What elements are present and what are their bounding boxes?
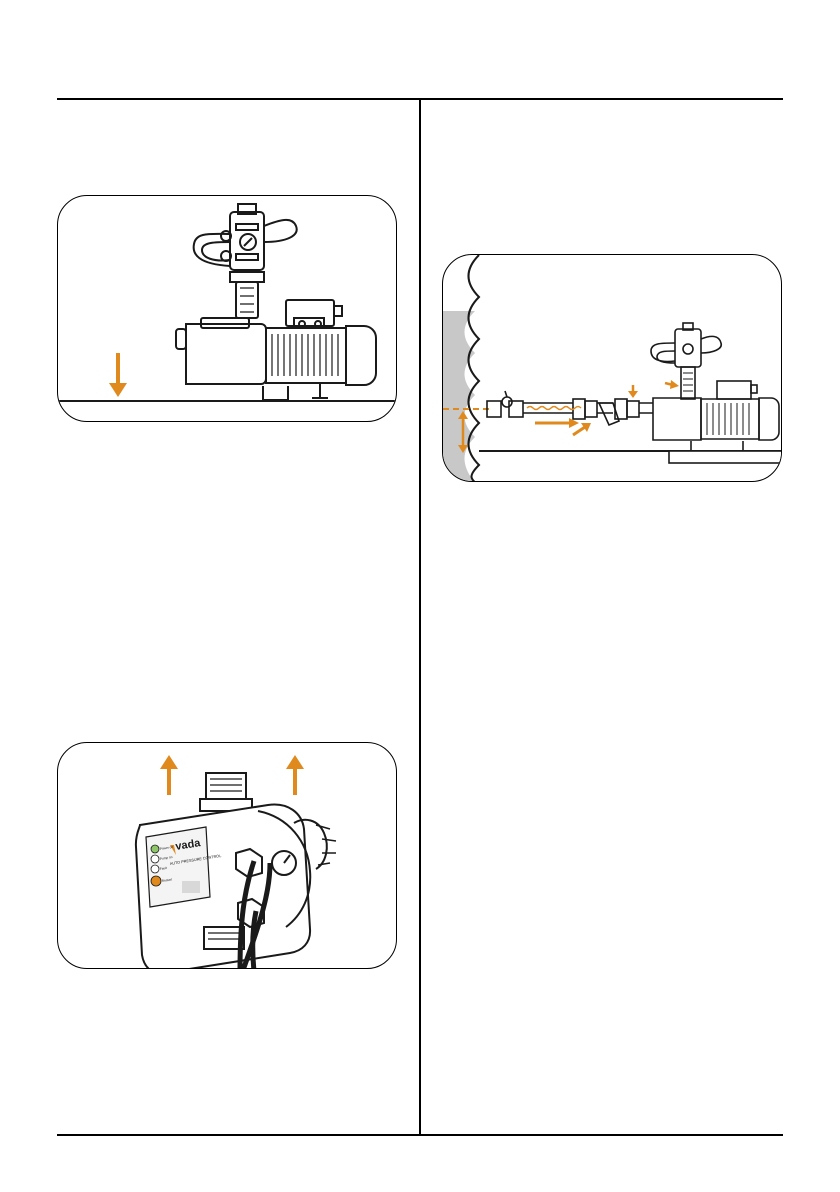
arrow-down-icon (109, 353, 127, 397)
figure-pressure-controller: vada AUTO PRESSURE CONTROL Power on Pump… (57, 742, 397, 969)
figure-pump-level-floor (57, 195, 397, 422)
arrow-up-icon (286, 755, 304, 795)
pump-illustration (58, 196, 397, 422)
controller-illustration: vada AUTO PRESSURE CONTROL Power on Pump… (58, 743, 397, 969)
bottom-rule (57, 1134, 783, 1136)
installation-illustration (443, 255, 782, 482)
center-divider (419, 98, 421, 1135)
arrow-diagonal-icon (573, 423, 591, 435)
arrow-down-small-icon (628, 385, 638, 398)
arrow-up-icon (160, 755, 178, 795)
arrow-right-small-icon (665, 380, 679, 389)
figure-installation-diagram (442, 254, 782, 482)
